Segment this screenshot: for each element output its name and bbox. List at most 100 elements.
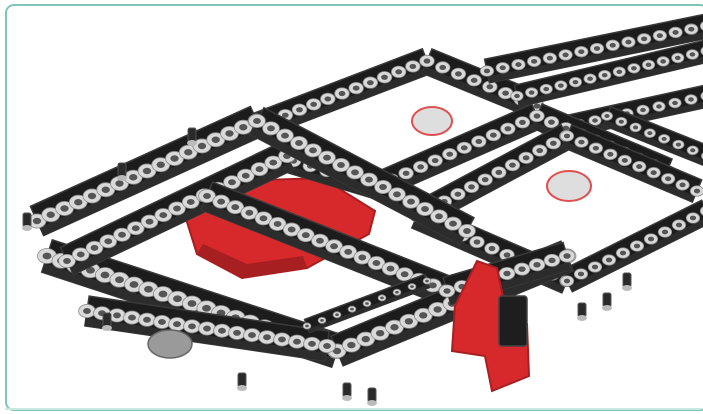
beam-hole-core	[263, 334, 271, 340]
beam-hole-core	[688, 97, 694, 101]
assembly-scene	[7, 6, 703, 409]
beam-hole-core	[410, 285, 414, 288]
beam-hole-core	[558, 83, 564, 87]
beam-hole-core	[337, 162, 345, 168]
beam-hole-core	[660, 59, 666, 63]
beam-hole-core	[675, 56, 681, 60]
beam-hole-core	[260, 215, 268, 221]
beam-hole-core	[607, 152, 613, 157]
pin-tip	[117, 175, 127, 181]
beam-hole-core	[320, 319, 324, 322]
beam-hole-core	[504, 252, 511, 257]
beam-hole-core	[446, 152, 453, 157]
beam-hole-core	[548, 120, 555, 125]
beam-hole-core	[115, 180, 123, 186]
beam-hole-core	[503, 271, 510, 277]
beam-hole-core	[113, 312, 121, 318]
beam-hole-core	[157, 162, 165, 168]
pin-tip	[602, 305, 612, 311]
beam-hole-core	[475, 139, 482, 144]
beam-hole-core	[489, 246, 496, 251]
beam-hole-core	[212, 137, 220, 143]
beam-hole-core	[619, 120, 624, 124]
beam-hole-core	[633, 125, 638, 129]
beam-hole-core	[344, 249, 352, 255]
beam-hole-core	[641, 36, 647, 41]
beam-hole-core	[381, 75, 388, 80]
beam-hole-core	[351, 169, 359, 175]
pin-tip	[577, 315, 587, 321]
highlight-circle	[547, 171, 591, 201]
beam-hole-core	[350, 308, 354, 311]
highlight-circle	[412, 107, 452, 135]
beam-hole-core	[439, 65, 446, 70]
beam-hole-core	[339, 91, 346, 96]
beam-hole-core	[217, 199, 225, 205]
beam-hole-core	[293, 339, 301, 345]
beam-hole-core	[309, 147, 317, 153]
beam-hole-core	[228, 179, 236, 185]
beam-hole-core	[173, 206, 181, 212]
beam-hole-core	[676, 223, 682, 228]
beam-hole-core	[550, 141, 557, 146]
beam-hole-core	[461, 145, 468, 150]
beam-hole-core	[231, 204, 239, 210]
beam-hole-core	[403, 171, 410, 176]
beam-hole-core	[395, 69, 402, 74]
beam-hole-core	[281, 133, 289, 139]
beam-hole-core	[373, 260, 381, 266]
beam-hole-core	[335, 313, 339, 316]
beam-hole-core	[592, 265, 598, 270]
beam-hole-core	[159, 291, 168, 298]
beam-hole-core	[474, 239, 481, 244]
beam-hole-core	[248, 332, 256, 338]
beam-hole-core	[218, 328, 226, 334]
beam-hole-core	[269, 160, 277, 166]
beam-hole-core	[435, 213, 443, 219]
beam-hole-core	[274, 221, 282, 227]
beam-hole-core	[143, 317, 151, 323]
beam-hole-core	[323, 343, 331, 349]
pin-tip	[22, 225, 32, 231]
connector-pin	[238, 373, 246, 387]
beam-hole-core	[455, 192, 462, 197]
beam-hole-core	[173, 321, 181, 327]
beam-hole-core	[310, 102, 317, 107]
beam-hole-core	[395, 291, 399, 294]
beam-hole-core	[401, 271, 409, 277]
beam-hole-core	[433, 306, 441, 312]
beam-hole-core	[128, 315, 136, 321]
pin-tip	[102, 325, 112, 331]
beam-hole-core	[486, 84, 493, 89]
beam-hole-core	[393, 191, 401, 197]
gray-connector	[148, 330, 192, 358]
beam-hole-core	[531, 59, 537, 64]
beam-hole-core	[449, 221, 457, 227]
beam-hole-core	[143, 168, 151, 174]
beam-hole-core	[203, 326, 211, 332]
beam-hole-core	[505, 126, 512, 131]
beam-hole-core	[662, 230, 668, 235]
beam-hole-core	[132, 225, 140, 231]
beam-hole-core	[242, 173, 250, 179]
pin-tip	[622, 285, 632, 291]
beam-hole-core	[634, 244, 640, 249]
beam-hole-core	[115, 276, 124, 283]
beam-hole-core	[529, 90, 535, 94]
beam-hole-core	[690, 52, 696, 56]
beam-hole-core	[63, 258, 71, 264]
beam-hole-core	[305, 325, 309, 328]
beam-hole-core	[198, 143, 206, 149]
beam-hole-core	[534, 103, 541, 108]
beam-hole-core	[390, 324, 398, 330]
beam-hole-core	[188, 300, 197, 307]
beam-hole-core	[631, 66, 637, 70]
beam-hole-core	[514, 94, 520, 98]
beam-hole-core	[534, 113, 541, 118]
beam-hole-core	[424, 58, 431, 63]
beam-hole-core	[47, 212, 55, 218]
beam-hole-core	[417, 164, 424, 169]
connector-pin	[343, 383, 351, 397]
beam-hole-core	[407, 199, 415, 205]
beam-hole-core	[409, 64, 416, 69]
